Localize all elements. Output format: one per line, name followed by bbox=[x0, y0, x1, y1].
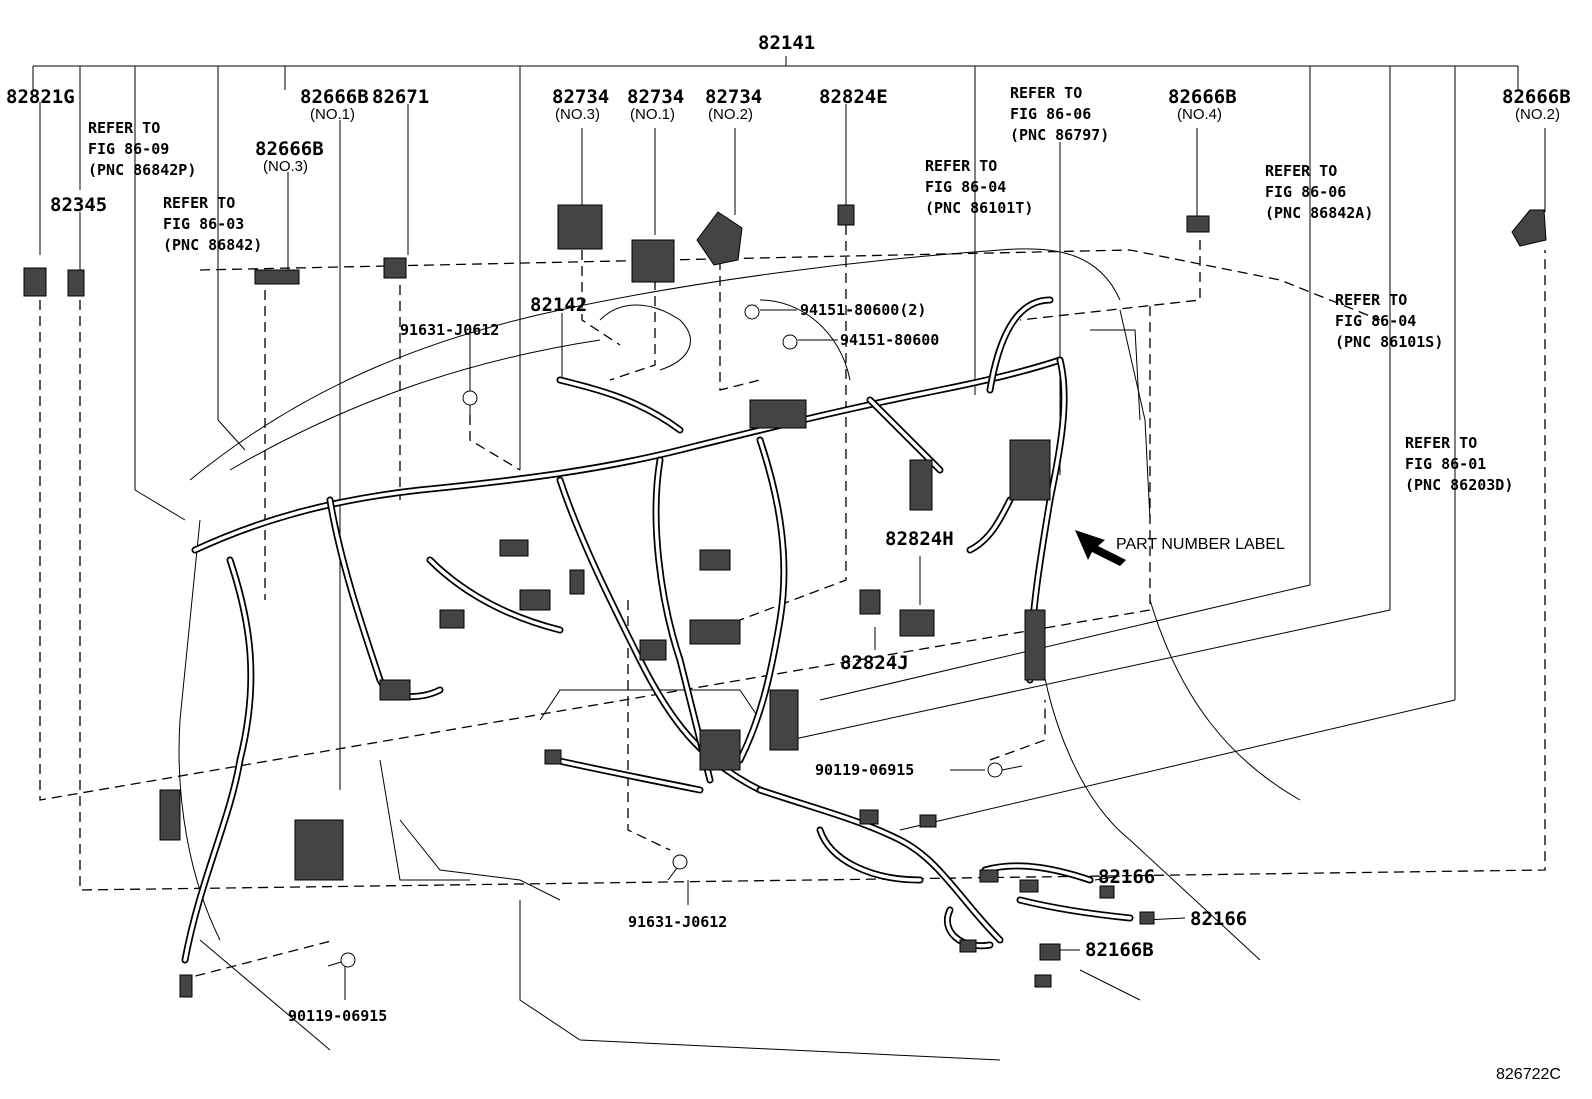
label-screw-90119-bottom: 90119-06915 bbox=[288, 1007, 388, 1025]
label-82734-no1: 82734 bbox=[627, 86, 685, 108]
refer-note-86101S: REFER TO FIG 86-04 (PNC 86101S) bbox=[1335, 291, 1444, 351]
label-clip-94151: 94151-80600 bbox=[840, 331, 940, 349]
label-82734-no3-sub: (NO.3) bbox=[555, 106, 600, 123]
label-82666B-no1: 82666B bbox=[300, 86, 369, 108]
clip-94151 bbox=[782, 334, 798, 350]
connector-82824H bbox=[899, 609, 935, 637]
connector-82824E bbox=[837, 204, 855, 226]
label-82166-a: 82166 bbox=[1098, 866, 1156, 888]
label-screw-90119-mid: 90119-06915 bbox=[815, 761, 915, 779]
connector-82666B-no2 bbox=[1511, 209, 1547, 247]
fasteners bbox=[327, 304, 1023, 968]
screw-90119-mid bbox=[987, 762, 1003, 778]
label-82666B-no1-sub: (NO.1) bbox=[310, 106, 355, 123]
diagram-code: 826722C bbox=[1496, 1066, 1561, 1083]
refer-note-86203D: REFER TO FIG 86-01 (PNC 86203D) bbox=[1405, 434, 1514, 494]
label-82666B-no4-sub: (NO.4) bbox=[1177, 106, 1222, 123]
label-82824H: 82824H bbox=[885, 528, 954, 550]
label-82824J: 82824J bbox=[840, 652, 909, 674]
refer-note-86842P: REFER TO FIG 86-09 (PNC 86842P) bbox=[88, 119, 197, 179]
refer-note-86101T: REFER TO FIG 86-04 (PNC 86101T) bbox=[925, 157, 1034, 217]
label-82666B-no4: 82666B bbox=[1168, 86, 1237, 108]
connector-82666B-no3 bbox=[254, 269, 300, 285]
clip-94151-2 bbox=[744, 304, 760, 320]
part-number-label-arrow bbox=[1075, 530, 1126, 566]
refer-note-86842A: REFER TO FIG 86-06 (PNC 86842A) bbox=[1265, 162, 1374, 222]
label-82821G: 82821G bbox=[6, 86, 75, 108]
label-82671: 82671 bbox=[372, 86, 430, 108]
connector-82821G bbox=[23, 267, 47, 297]
connector-82824J bbox=[859, 589, 881, 615]
part-number-label-text: PART NUMBER LABEL bbox=[1116, 536, 1285, 553]
label-82734-no2-sub: (NO.2) bbox=[708, 106, 753, 123]
label-82734-no2: 82734 bbox=[705, 86, 763, 108]
dashboard-outline bbox=[178, 248, 1301, 1061]
label-82824E: 82824E bbox=[819, 86, 888, 108]
relay-82734-no2 bbox=[696, 211, 743, 266]
refer-note-86797: REFER TO FIG 86-06 (PNC 86797) bbox=[1010, 84, 1110, 144]
connector-82671 bbox=[383, 257, 407, 279]
main-harness-bracket bbox=[32, 56, 1519, 831]
label-82142: 82142 bbox=[530, 294, 588, 316]
label-82666B-no3-sub: (NO.3) bbox=[263, 158, 308, 175]
label-82734-no1-sub: (NO.1) bbox=[630, 106, 675, 123]
label-clip-94151-2: 94151-80600(2) bbox=[800, 301, 927, 319]
label-82166-b: 82166 bbox=[1190, 908, 1248, 930]
leader-lines bbox=[39, 102, 1546, 1000]
refer-note-86842: REFER TO FIG 86-03 (PNC 86842) bbox=[163, 194, 263, 254]
relay-82734-no3 bbox=[557, 204, 603, 250]
label-82166B: 82166B bbox=[1085, 939, 1154, 961]
label-82666B-no3: 82666B bbox=[255, 138, 324, 160]
bolt-91631-bottom bbox=[672, 854, 688, 870]
label-82666B-no2: 82666B bbox=[1502, 86, 1571, 108]
connectors bbox=[23, 204, 1547, 998]
bolt-91631-top bbox=[462, 390, 478, 406]
label-bolt-91631-bottom: 91631-J0612 bbox=[628, 913, 728, 931]
label-82666B-no2-sub: (NO.2) bbox=[1515, 106, 1560, 123]
label-82345: 82345 bbox=[50, 194, 108, 216]
relay-82734-no1 bbox=[631, 239, 675, 283]
label-bolt-91631-top: 91631-J0612 bbox=[400, 321, 500, 339]
label-82734-no3: 82734 bbox=[552, 86, 610, 108]
main-harness-label: 82141 bbox=[758, 32, 816, 54]
connector-82666B-no4 bbox=[1186, 215, 1210, 233]
screw-90119-bottom bbox=[340, 952, 356, 968]
connector-82345 bbox=[67, 269, 85, 297]
